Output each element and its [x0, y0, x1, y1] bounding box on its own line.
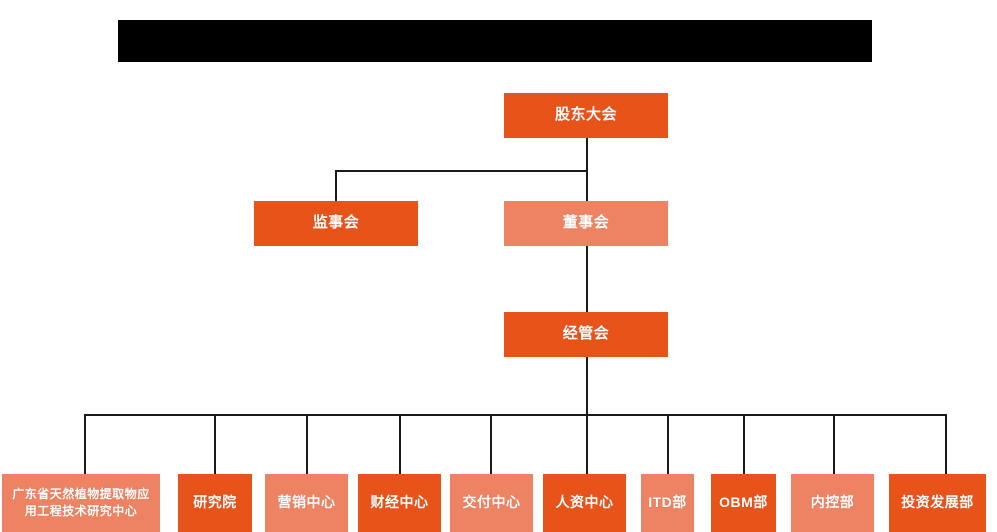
connector-drop-internal-control-dept [833, 414, 835, 474]
node-delivery-center[interactable]: 交付中心 [450, 474, 533, 532]
connector-drop-supervisors [335, 170, 337, 201]
node-internal-control-dept[interactable]: 内控部 [791, 474, 874, 532]
node-itd-dept-label: ITD部 [648, 494, 687, 511]
connector-bottom-bus [85, 414, 947, 416]
node-finance-center-label: 财经中心 [370, 494, 429, 511]
node-research-institute-label: 研究院 [193, 494, 237, 511]
node-obm-dept-label: OBM部 [719, 494, 768, 511]
connector-drop-obm-dept [743, 414, 745, 474]
node-marketing-center[interactable]: 营销中心 [265, 474, 348, 532]
node-directors-label: 董事会 [562, 214, 610, 232]
node-shareholders[interactable]: 股东大会 [504, 93, 668, 138]
node-hr-center-label: 人资中心 [555, 494, 614, 511]
node-internal-control-dept-label: 内控部 [810, 494, 855, 511]
node-research-institute[interactable]: 研究院 [178, 474, 252, 532]
node-marketing-center-label: 营销中心 [277, 494, 336, 511]
node-itd-dept[interactable]: ITD部 [641, 474, 694, 532]
node-supervisors[interactable]: 监事会 [254, 201, 418, 246]
node-supervisors-label: 监事会 [312, 214, 360, 232]
node-research-center[interactable]: 广东省天然植物提取物应用工程技术研究中心 [2, 474, 160, 532]
connector-drop-research-institute [214, 414, 216, 474]
connector-drop-finance-center [399, 414, 401, 474]
node-research-center-label: 广东省天然植物提取物应用工程技术研究中心 [12, 486, 150, 518]
node-shareholders-label: 股东大会 [554, 106, 617, 124]
connector-drop-marketing-center [306, 414, 308, 474]
connector-drop-delivery-center [490, 414, 492, 474]
connector-branch-supervisors-horizontal [336, 170, 588, 172]
node-investment-dev-dept[interactable]: 投资发展部 [889, 474, 986, 532]
node-directors[interactable]: 董事会 [504, 201, 668, 246]
connector-drop-itd-dept [667, 414, 669, 474]
node-investment-dev-dept-label: 投资发展部 [901, 494, 974, 511]
connector-drop-hr-center [586, 414, 588, 474]
title-banner [118, 20, 872, 62]
connector-drop-investment-dev-dept [945, 414, 947, 474]
node-hr-center[interactable]: 人资中心 [543, 474, 626, 532]
node-finance-center[interactable]: 财经中心 [358, 474, 441, 532]
node-delivery-center-label: 交付中心 [462, 494, 521, 511]
node-management-label: 经管会 [562, 325, 610, 343]
connector-drop-research-center [84, 414, 86, 474]
connector-trunk-to-bus [586, 357, 588, 415]
node-management[interactable]: 经管会 [504, 312, 668, 357]
node-obm-dept[interactable]: OBM部 [711, 474, 776, 532]
